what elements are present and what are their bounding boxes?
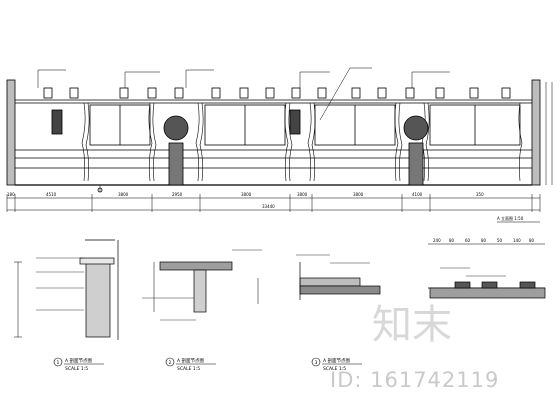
detail-number: 2 [169,360,172,366]
detail-dimension-label: 80 [481,238,487,243]
detail-title: A 剖面节点图 [323,357,351,364]
detail-2 [142,249,262,321]
detail-number: 3 [315,360,318,366]
detail-dimension-label: 240 [433,238,441,243]
detail-scale: SCALE 1:5 [65,366,88,372]
elevation-scale-note: A 立面图 1:50 [497,215,524,221]
dimension-label: 180 [7,192,15,197]
dimension-label: 4100 [412,192,423,197]
detail-scale: SCALE 1:5 [323,366,346,372]
dimension-strings [6,194,541,212]
curtain-group [81,102,523,182]
left-wall-hatch [6,79,16,186]
dimension-label: 3800 [353,192,364,197]
detail-title: A 剖面节点图 [65,357,93,364]
dimension-label: 3800 [241,192,252,197]
right-wall-hatch [531,79,541,186]
dimension-label: 3800 [297,192,308,197]
dimension-label: 4510 [46,192,57,197]
detail-captions: 1 A 剖面节点图 SCALE 1:5 2 A 剖面节点图 SCALE 1:5 3 A 剖面节… [53,357,362,372]
dimension-label: 3800 [118,192,129,197]
detail-dimension-label: 80 [449,238,455,243]
decor-panels [51,109,429,186]
ceiling-fixtures [43,87,511,99]
dimension-label: 350 [476,192,484,197]
elevation-drawing [6,67,553,193]
detail-1 [14,239,119,340]
leader-lines [37,67,450,121]
detail-number-circle [311,357,321,367]
watermark-logo: 知末 [372,302,452,348]
detail-4-dimensions: 240 80 60 80 50 140 80 [433,238,535,243]
dimension-labels: 180 4510 3800 2950 3800 3800 3800 4100 350 [7,192,484,197]
detail-3 [296,254,381,300]
dimension-label: 2950 [172,192,183,197]
detail-number-circle [53,357,63,367]
detail-dimension-label: 140 [513,238,521,243]
detail-dimension-label: 50 [497,238,503,243]
overall-dimension: 33440 [262,204,275,209]
detail-dimension-label: 80 [529,238,535,243]
detail-dimension-label: 60 [465,238,471,243]
detail-4 [428,243,546,299]
detail-number: 1 [57,360,60,366]
detail-scale: SCALE 1:5 [177,366,200,372]
detail-title: A 剖面节点图 [177,357,205,364]
detail-number-circle [165,357,175,367]
watermark-id: ID: 161742119 [330,368,500,392]
